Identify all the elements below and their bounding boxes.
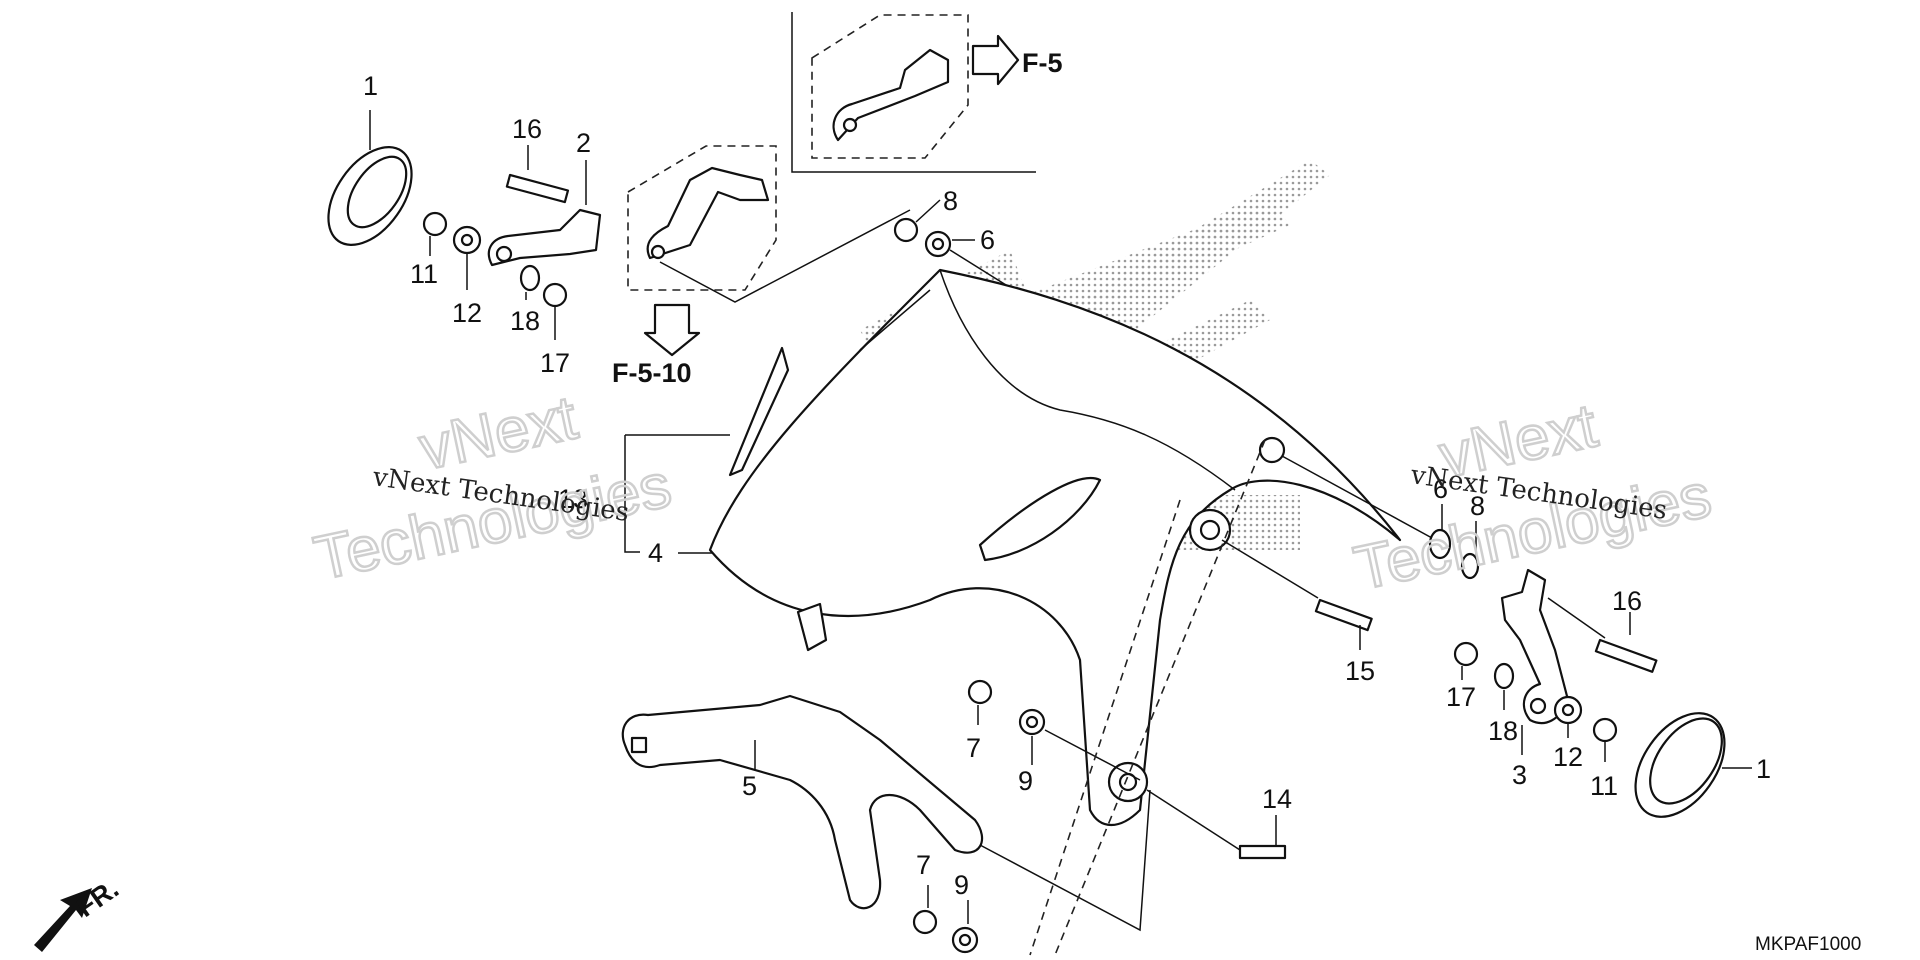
collar-grommet-7-9-lower: 7 9	[912, 789, 1151, 954]
ref-f510: F-5-10	[612, 358, 692, 388]
grommet-6-8-right: 6 8	[1258, 436, 1485, 580]
callout-2: 2	[576, 128, 591, 158]
bracket-dashed-f510: F-5-10	[612, 145, 777, 388]
callout-7-lower: 7	[916, 850, 931, 880]
watermark-left: vNext Technologies vNext Technologies	[307, 382, 678, 595]
front-direction-indicator: FR.	[34, 873, 124, 952]
callout-6-top: 6	[980, 225, 995, 255]
bolt-16-left: 16	[505, 114, 570, 204]
callout-18-right: 18	[1488, 716, 1518, 746]
stay-5: 5	[621, 694, 984, 910]
inset-panel: F-5	[791, 12, 1063, 173]
front-fender	[708, 268, 1402, 826]
callout-3: 3	[1512, 760, 1527, 790]
callout-12-right: 12	[1553, 742, 1583, 772]
washer-nut-right: 17 18 12 11	[1446, 641, 1618, 801]
callout-13: 13	[558, 484, 588, 514]
headlight-cover-left: 1	[327, 71, 413, 246]
bolt-15: 15	[1221, 539, 1375, 686]
callout-1-right: 1	[1756, 754, 1771, 784]
arrow-icon	[34, 888, 92, 952]
fender-callouts: 13 4	[558, 434, 730, 568]
lead-line-to-8-6	[659, 209, 911, 303]
callout-4: 4	[648, 538, 663, 568]
callout-18-left: 18	[510, 306, 540, 336]
collar-grommet-7-9-upper: 7 9	[966, 679, 1141, 796]
watermark-left-line1: vNext	[414, 383, 583, 483]
callout-14: 14	[1262, 784, 1292, 814]
dashed-ref-lines	[1029, 439, 1266, 956]
callout-5: 5	[742, 771, 757, 801]
callout-1-left: 1	[363, 71, 378, 101]
callout-15: 15	[1345, 656, 1375, 686]
callout-9-lower: 9	[954, 870, 969, 900]
callout-9-upper: 9	[1018, 766, 1033, 796]
washer-nut-left: 11 12 18 17	[410, 211, 570, 378]
callout-8-top: 8	[943, 186, 958, 216]
headlight-cover-right: 1	[1634, 712, 1771, 818]
callout-7-upper: 7	[966, 733, 981, 763]
callout-8-right: 8	[1470, 491, 1485, 521]
ref-f5-inset: F-5	[1022, 48, 1063, 78]
callout-11-left: 11	[410, 259, 438, 289]
callout-16-left: 16	[512, 114, 542, 144]
callout-16-right: 16	[1612, 586, 1642, 616]
callout-12-left: 12	[452, 298, 482, 328]
callout-17-right: 17	[1446, 682, 1476, 712]
bolt-14: 14	[1146, 784, 1292, 860]
callout-6-right: 6	[1433, 474, 1448, 504]
diagram-code: MKPAF1000	[1755, 934, 1861, 955]
bolt-16-right: 16	[1547, 586, 1658, 673]
callout-11-right: 11	[1590, 771, 1618, 801]
callout-17-left: 17	[540, 348, 570, 378]
bracket-2: 2	[487, 128, 602, 267]
front-label: FR.	[71, 873, 124, 923]
bracket-3: 3	[1500, 568, 1570, 790]
